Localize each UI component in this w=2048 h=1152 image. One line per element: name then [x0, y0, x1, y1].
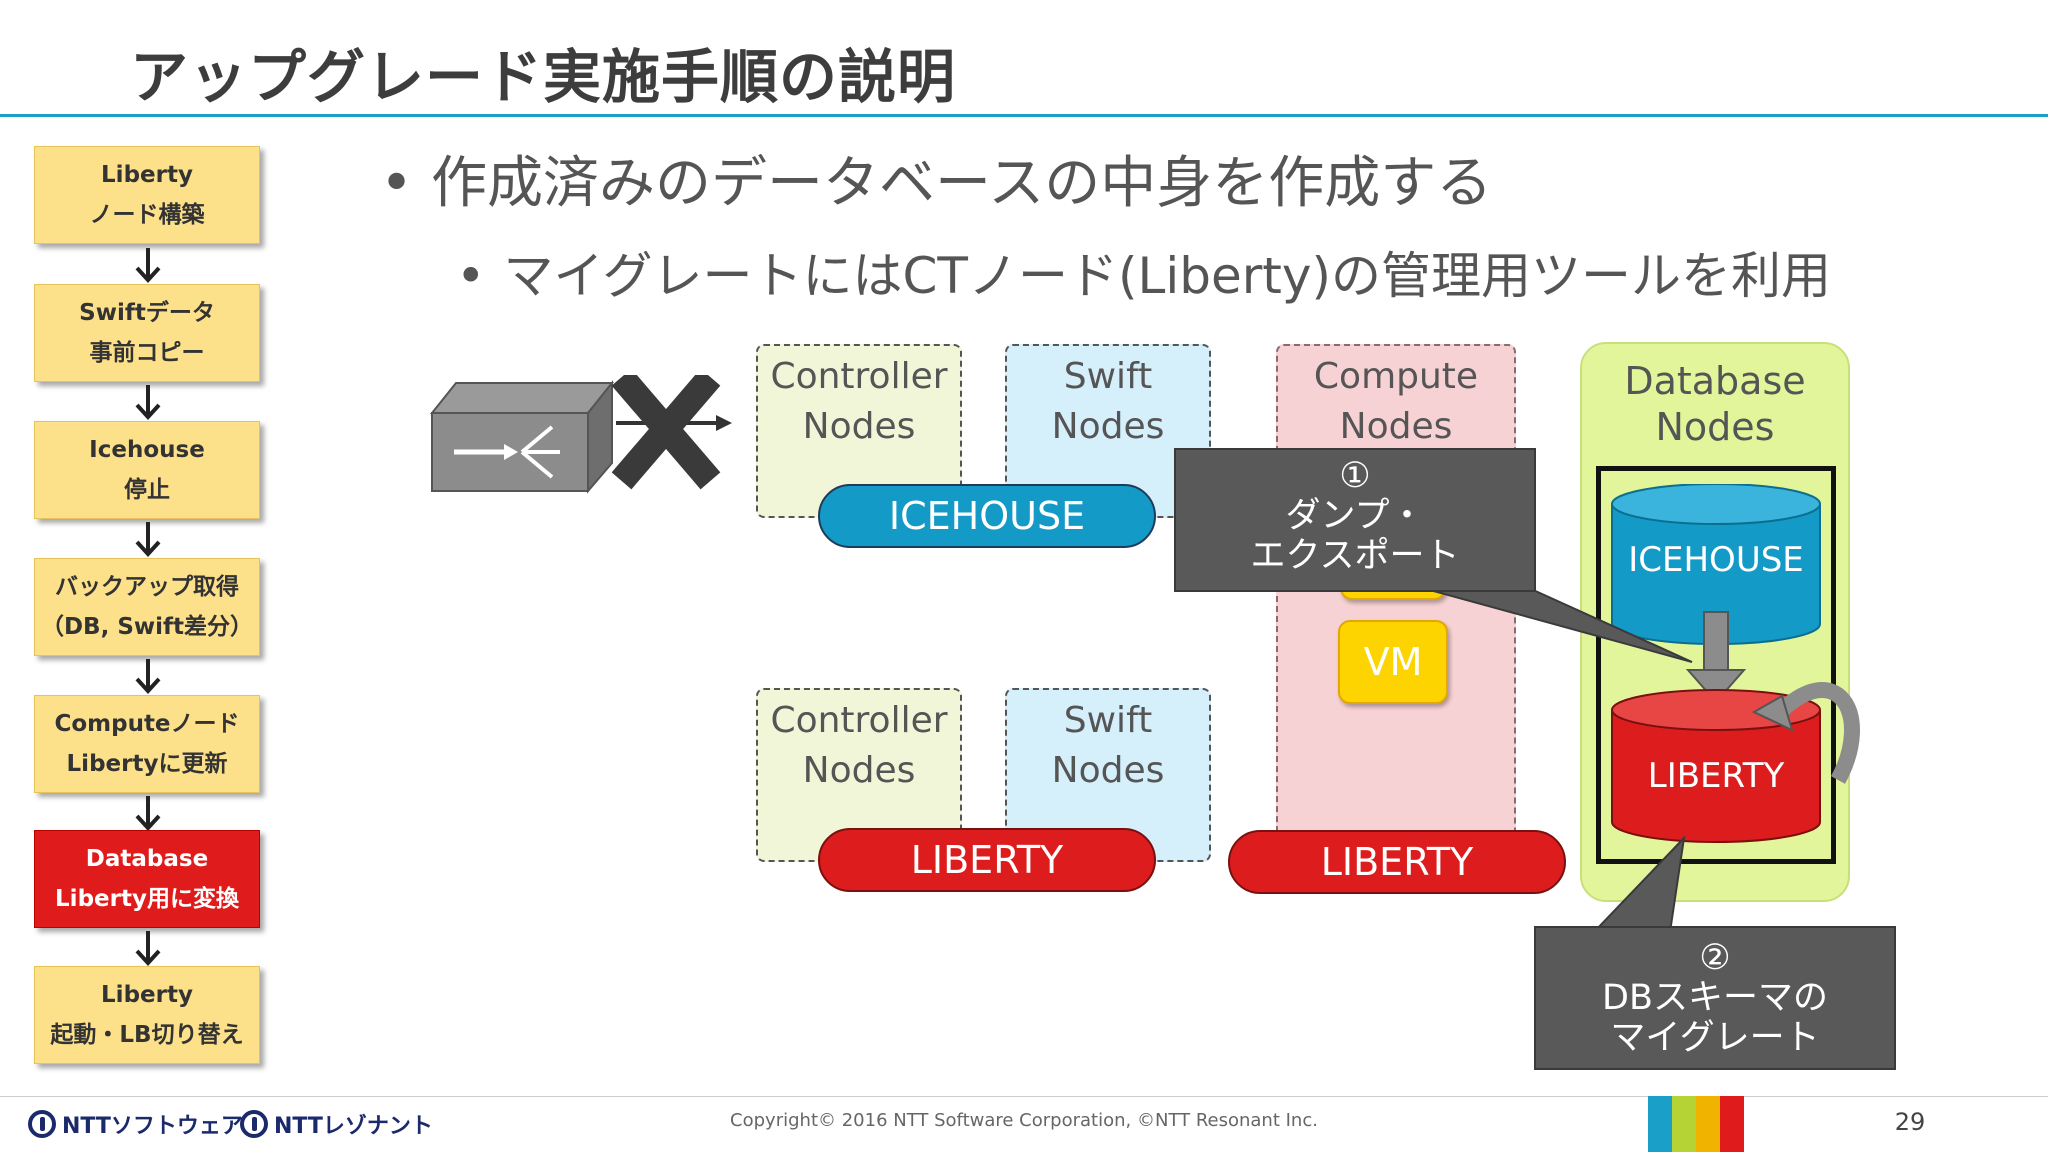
node-label-line1: Swift	[1063, 700, 1153, 741]
title-divider	[0, 114, 2048, 117]
page-number: 29	[1894, 1108, 1926, 1136]
liberty-db-icon	[1611, 689, 1821, 843]
logo1-text: NTTソフトウェア	[62, 1114, 243, 1139]
liberty-pill-compute: LIBERTY	[1228, 830, 1566, 894]
flow-arrow-2	[135, 385, 161, 420]
database-label: Database Nodes	[1582, 358, 1848, 450]
vm-box: VM	[1338, 620, 1448, 704]
step-line2: Libertyに更新	[66, 751, 228, 777]
bullet-level1: •作成済みのデータベースの中身を作成する	[380, 151, 1493, 216]
step-line2: Liberty用に変換	[55, 886, 239, 912]
node-label-line1: Database	[1624, 359, 1806, 403]
flow-arrow-5	[135, 796, 161, 831]
node-label-line1: Compute	[1313, 356, 1479, 397]
ntt-logo-icon	[28, 1110, 56, 1138]
flow-arrow-4	[135, 659, 161, 694]
color-bar-yellow	[1696, 1096, 1720, 1152]
step-line1: Database	[85, 846, 209, 872]
callout1-pointer	[1407, 583, 1693, 663]
node-label-line2: Nodes	[1339, 406, 1453, 447]
step-line2: 事前コピー	[89, 340, 205, 366]
db-server-frame	[1596, 466, 1836, 864]
blocked-x-icon	[611, 375, 721, 490]
node-label-line2: Nodes	[1051, 406, 1165, 447]
node-label-line2: Nodes	[1655, 405, 1775, 449]
callout-line1: DBスキーマの	[1602, 978, 1828, 1018]
step-line2: 停止	[124, 477, 170, 503]
bullet-level2-text: マイグレートにはCTノード(Liberty)の管理用ツールを利用	[503, 247, 1831, 305]
flow-arrow-6	[135, 931, 161, 966]
node-label-line1: Swift	[1063, 356, 1153, 397]
color-bar-red	[1720, 1096, 1744, 1152]
node-label-line1: Controller	[770, 356, 948, 397]
db-migration-graphic	[1611, 484, 1860, 843]
step-line2: （DB, Swift差分）	[40, 614, 254, 640]
step-line1: Icehouse	[89, 437, 205, 463]
ntt-resonant-logo: NTTレゾナント	[240, 1108, 433, 1140]
step-liberty-start: Liberty 起動・LB切り替え	[34, 966, 260, 1064]
node-label-line2: Nodes	[802, 406, 916, 447]
step-line1: Computeノード	[54, 711, 240, 737]
step-swift-copy: Swiftデータ 事前コピー	[34, 284, 260, 382]
callout-line1: ダンプ・	[1285, 496, 1425, 536]
bullet-level2: •マイグレートにはCTノード(Liberty)の管理用ツールを利用	[456, 247, 1831, 305]
callout-dump-export: ① ダンプ・ エクスポート	[1174, 448, 1536, 592]
logo2-text: NTTレゾナント	[274, 1114, 433, 1139]
callout-number: ①	[1339, 456, 1371, 496]
node-label-line1: Controller	[770, 700, 948, 741]
step-line1: Swiftデータ	[79, 300, 215, 326]
step-line1: Liberty	[101, 162, 193, 188]
step-line1: バックアップ取得	[55, 574, 239, 600]
footer-divider	[0, 1096, 2048, 1097]
self-migrate-arrow-icon	[1770, 682, 1860, 784]
ntt-software-logo: NTTソフトウェア	[28, 1108, 243, 1140]
step-icehouse-stop: Icehouse 停止	[34, 421, 260, 519]
bullet-level1-text: 作成済みのデータベースの中身を作成する	[431, 151, 1493, 216]
flow-arrow-3	[135, 522, 161, 557]
down-arrow-icon	[1685, 611, 1747, 704]
step-compute-update: Computeノード Libertyに更新	[34, 695, 260, 793]
color-bar-blue	[1648, 1096, 1672, 1152]
step-line2: ノード構築	[89, 202, 205, 228]
load-balancer-icon	[430, 375, 732, 494]
color-bars	[1648, 1096, 1744, 1152]
node-label-line2: Nodes	[1051, 750, 1165, 791]
icehouse-db-icon	[1611, 484, 1821, 645]
flow-arrow-1	[135, 248, 161, 283]
ntt-logo-icon	[240, 1110, 268, 1138]
step-line1: Liberty	[101, 982, 193, 1008]
step-backup: バックアップ取得 （DB, Swift差分）	[34, 558, 260, 656]
icehouse-pill: ICEHOUSE	[818, 484, 1156, 548]
step-line2: 起動・LB切り替え	[50, 1022, 244, 1048]
copyright: Copyright© 2016 NTT Software Corporation…	[730, 1110, 1318, 1131]
color-bar-green	[1672, 1096, 1696, 1152]
callout-number: ②	[1699, 938, 1731, 978]
node-label-line2: Nodes	[802, 750, 916, 791]
step-liberty-build: Liberty ノード構築	[34, 146, 260, 244]
liberty-db-label: LIBERTY	[1647, 756, 1785, 796]
icehouse-db-label: ICEHOUSE	[1628, 540, 1804, 580]
callout-line2: マイグレート	[1610, 1018, 1820, 1058]
page-title: アップグレード実施手順の説明	[130, 43, 957, 111]
step-database-convert: Database Liberty用に変換	[34, 830, 260, 928]
callout-line2: エクスポート	[1250, 536, 1460, 576]
liberty-pill-controllers: LIBERTY	[818, 828, 1156, 892]
callout-schema-migrate: ② DBスキーマの マイグレート	[1534, 926, 1896, 1070]
callout2-pointer	[1591, 836, 1686, 933]
